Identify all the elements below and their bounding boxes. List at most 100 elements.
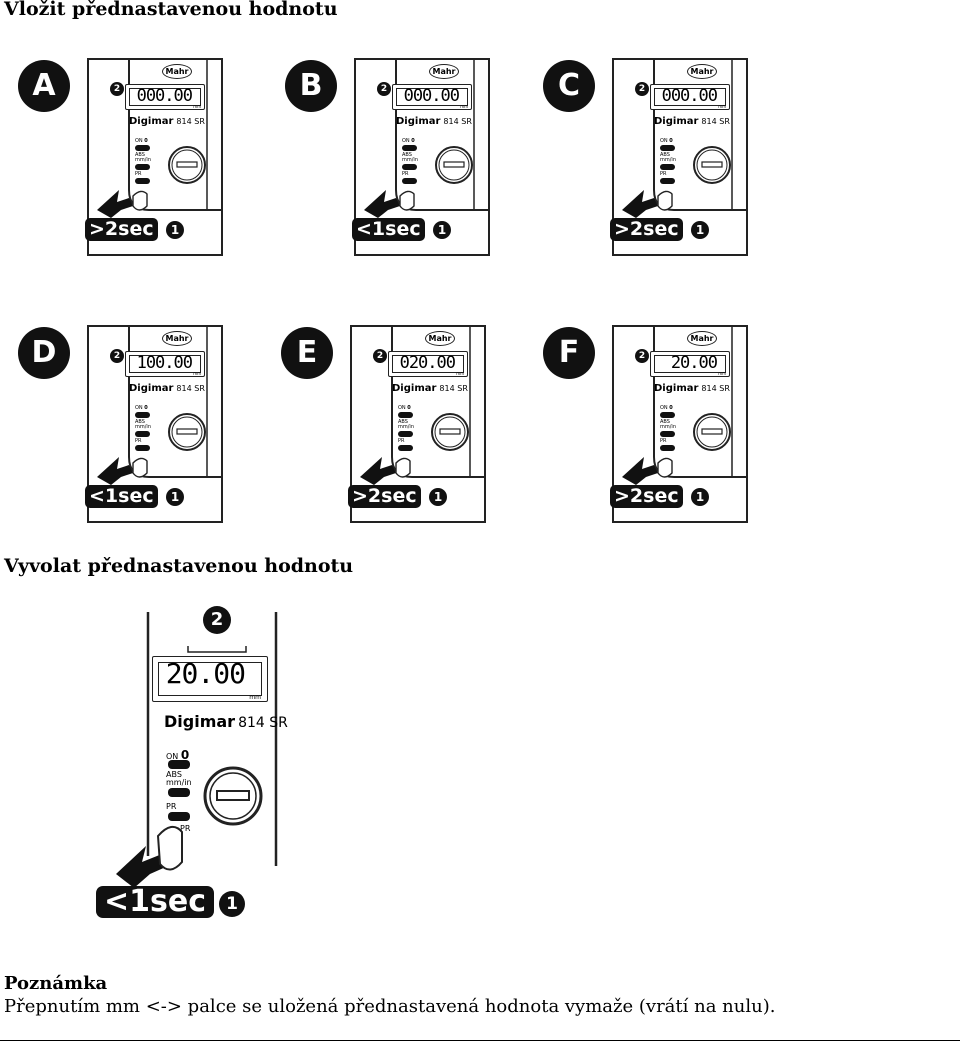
pr-label: PR <box>166 802 177 811</box>
lcd-value: 000.00 <box>403 86 460 106</box>
lcd-display: 20.00 mm <box>152 656 268 702</box>
on-zero-button[interactable] <box>402 145 417 151</box>
brand-logo: Mahr <box>429 64 459 79</box>
marker-two: 2 <box>377 82 391 96</box>
device-body-outline <box>364 60 488 218</box>
marker-one: 1 <box>219 891 245 917</box>
mm-in-label: mm/in <box>660 157 676 163</box>
lcd-display: 000.00 mm <box>650 84 730 110</box>
lcd-value: 20.00 <box>165 657 246 690</box>
marker-two: 2 <box>373 349 387 363</box>
lcd-display: 000.00 mm <box>392 84 472 110</box>
horizontal-rule <box>0 1040 960 1041</box>
lcd-unit: mm <box>460 104 468 109</box>
lcd-unit: mm <box>718 371 726 376</box>
lcd-value: 020.00 <box>399 353 456 373</box>
press-duration: <1sec <box>352 218 425 241</box>
on-zero-button[interactable] <box>398 412 413 418</box>
device-body-outline <box>622 60 746 218</box>
on-zero-button[interactable] <box>168 760 190 769</box>
abs-mm-in-button[interactable] <box>660 431 675 437</box>
on-zero-button[interactable] <box>135 412 150 418</box>
on-zero-button[interactable] <box>135 145 150 151</box>
lcd-display: 020.00 mm <box>388 351 468 377</box>
abs-mm-in-button[interactable] <box>660 164 675 170</box>
pr-button[interactable] <box>135 445 150 451</box>
lcd-unit: mm <box>193 104 201 109</box>
lcd-value: 000.00 <box>661 86 718 106</box>
note-text: Přepnutím mm <-> palce se uložená předna… <box>4 996 776 1017</box>
on-label: ON 0 <box>135 138 148 144</box>
step-letter: D <box>18 327 70 379</box>
lcd-display: 000.00 mm <box>125 84 205 110</box>
on-zero-button[interactable] <box>660 412 675 418</box>
press-duration: >2sec <box>348 485 421 508</box>
pr-button[interactable] <box>402 178 417 184</box>
mm-in-label: mm/in <box>402 157 418 163</box>
device-body-outline <box>622 327 746 485</box>
abs-label: ABS <box>660 419 670 425</box>
pr-button[interactable] <box>660 445 675 451</box>
on-label: ON 0 <box>660 405 673 411</box>
marker-one: 1 <box>166 488 184 506</box>
abs-label: ABS <box>166 770 182 779</box>
on-label: ON 0 <box>398 405 411 411</box>
marker-two: 2 <box>110 349 124 363</box>
abs-mm-in-button[interactable] <box>168 788 190 797</box>
pr-label: PR <box>135 438 142 444</box>
press-duration: >2sec <box>610 485 683 508</box>
lcd-unit: mm <box>249 694 261 701</box>
heading-insert-preset: Vložit přednastavenou hodnotu <box>4 0 338 20</box>
mm-in-label: mm/in <box>398 424 414 430</box>
pr-button[interactable] <box>168 812 190 821</box>
abs-mm-in-button[interactable] <box>135 164 150 170</box>
device-body-outline <box>360 327 484 485</box>
lcd-unit: mm <box>456 371 464 376</box>
step-letter: A <box>18 60 70 112</box>
on-zero-button[interactable] <box>660 145 675 151</box>
pr-label: PR <box>402 171 409 177</box>
abs-mm-in-button[interactable] <box>135 431 150 437</box>
pr-button[interactable] <box>398 445 413 451</box>
pr-label: PR <box>398 438 405 444</box>
device-body-outline <box>97 327 221 485</box>
marker-one: 1 <box>433 221 451 239</box>
brand-logo: Mahr <box>687 64 717 79</box>
abs-mm-in-button[interactable] <box>398 431 413 437</box>
brand-logo: Mahr <box>162 64 192 79</box>
abs-label: ABS <box>135 419 145 425</box>
press-duration: >2sec <box>610 218 683 241</box>
device-body-outline <box>116 612 278 888</box>
lcd-value: 20.00 <box>670 353 718 373</box>
abs-mm-in-button[interactable] <box>402 164 417 170</box>
press-duration: >2sec <box>85 218 158 241</box>
lcd-value: 100.00 <box>136 353 193 373</box>
mm-in-label: mm/in <box>166 778 192 787</box>
marker-one: 1 <box>691 221 709 239</box>
pr-button[interactable] <box>135 178 150 184</box>
lcd-display: 20.00 mm <box>650 351 730 377</box>
lcd-unit: mm <box>193 371 201 376</box>
press-duration: <1sec <box>85 485 158 508</box>
lcd-display: 100.00 mm <box>125 351 205 377</box>
marker-two: 2 <box>635 82 649 96</box>
step-letter: F <box>543 327 595 379</box>
pr-button[interactable] <box>660 178 675 184</box>
heading-recall-preset: Vyvolat přednastavenou hodnotu <box>4 555 354 577</box>
pr-label-secondary: PR <box>180 824 191 833</box>
abs-label: ABS <box>135 152 145 158</box>
device-body-outline <box>97 60 221 218</box>
mm-in-label: mm/in <box>660 424 676 430</box>
press-duration: <1sec <box>96 886 214 918</box>
on-label: ON 0 <box>660 138 673 144</box>
